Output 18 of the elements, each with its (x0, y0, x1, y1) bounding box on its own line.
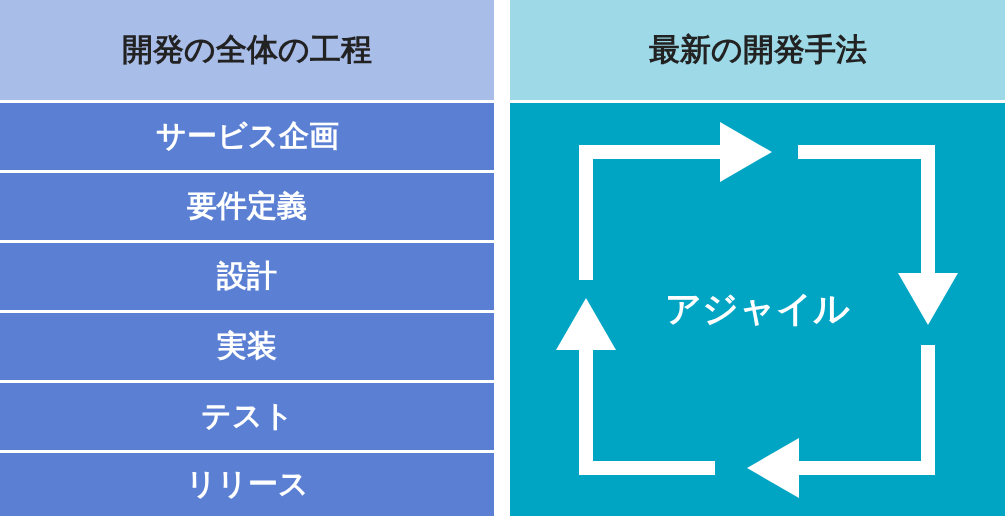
step-label: 設計 (217, 257, 277, 295)
process-row (0, 243, 494, 310)
process-row (0, 453, 494, 516)
header-band (0, 0, 494, 100)
method-label: アジャイル (665, 287, 850, 331)
step-label: テスト (200, 397, 294, 435)
header-band (510, 0, 1005, 100)
process-row (0, 383, 494, 450)
step-label: サービス企画 (155, 117, 339, 155)
header-title: 開発の全体の工程 (122, 30, 372, 69)
header-title: 最新の開発手法 (648, 30, 867, 69)
process-row (0, 313, 494, 380)
process-row (0, 173, 494, 240)
step-label: 要件定義 (187, 187, 307, 225)
agile-panel (510, 103, 1005, 516)
step-label: リリース (185, 465, 309, 503)
process-row (0, 103, 494, 170)
step-label: 実装 (217, 327, 277, 365)
